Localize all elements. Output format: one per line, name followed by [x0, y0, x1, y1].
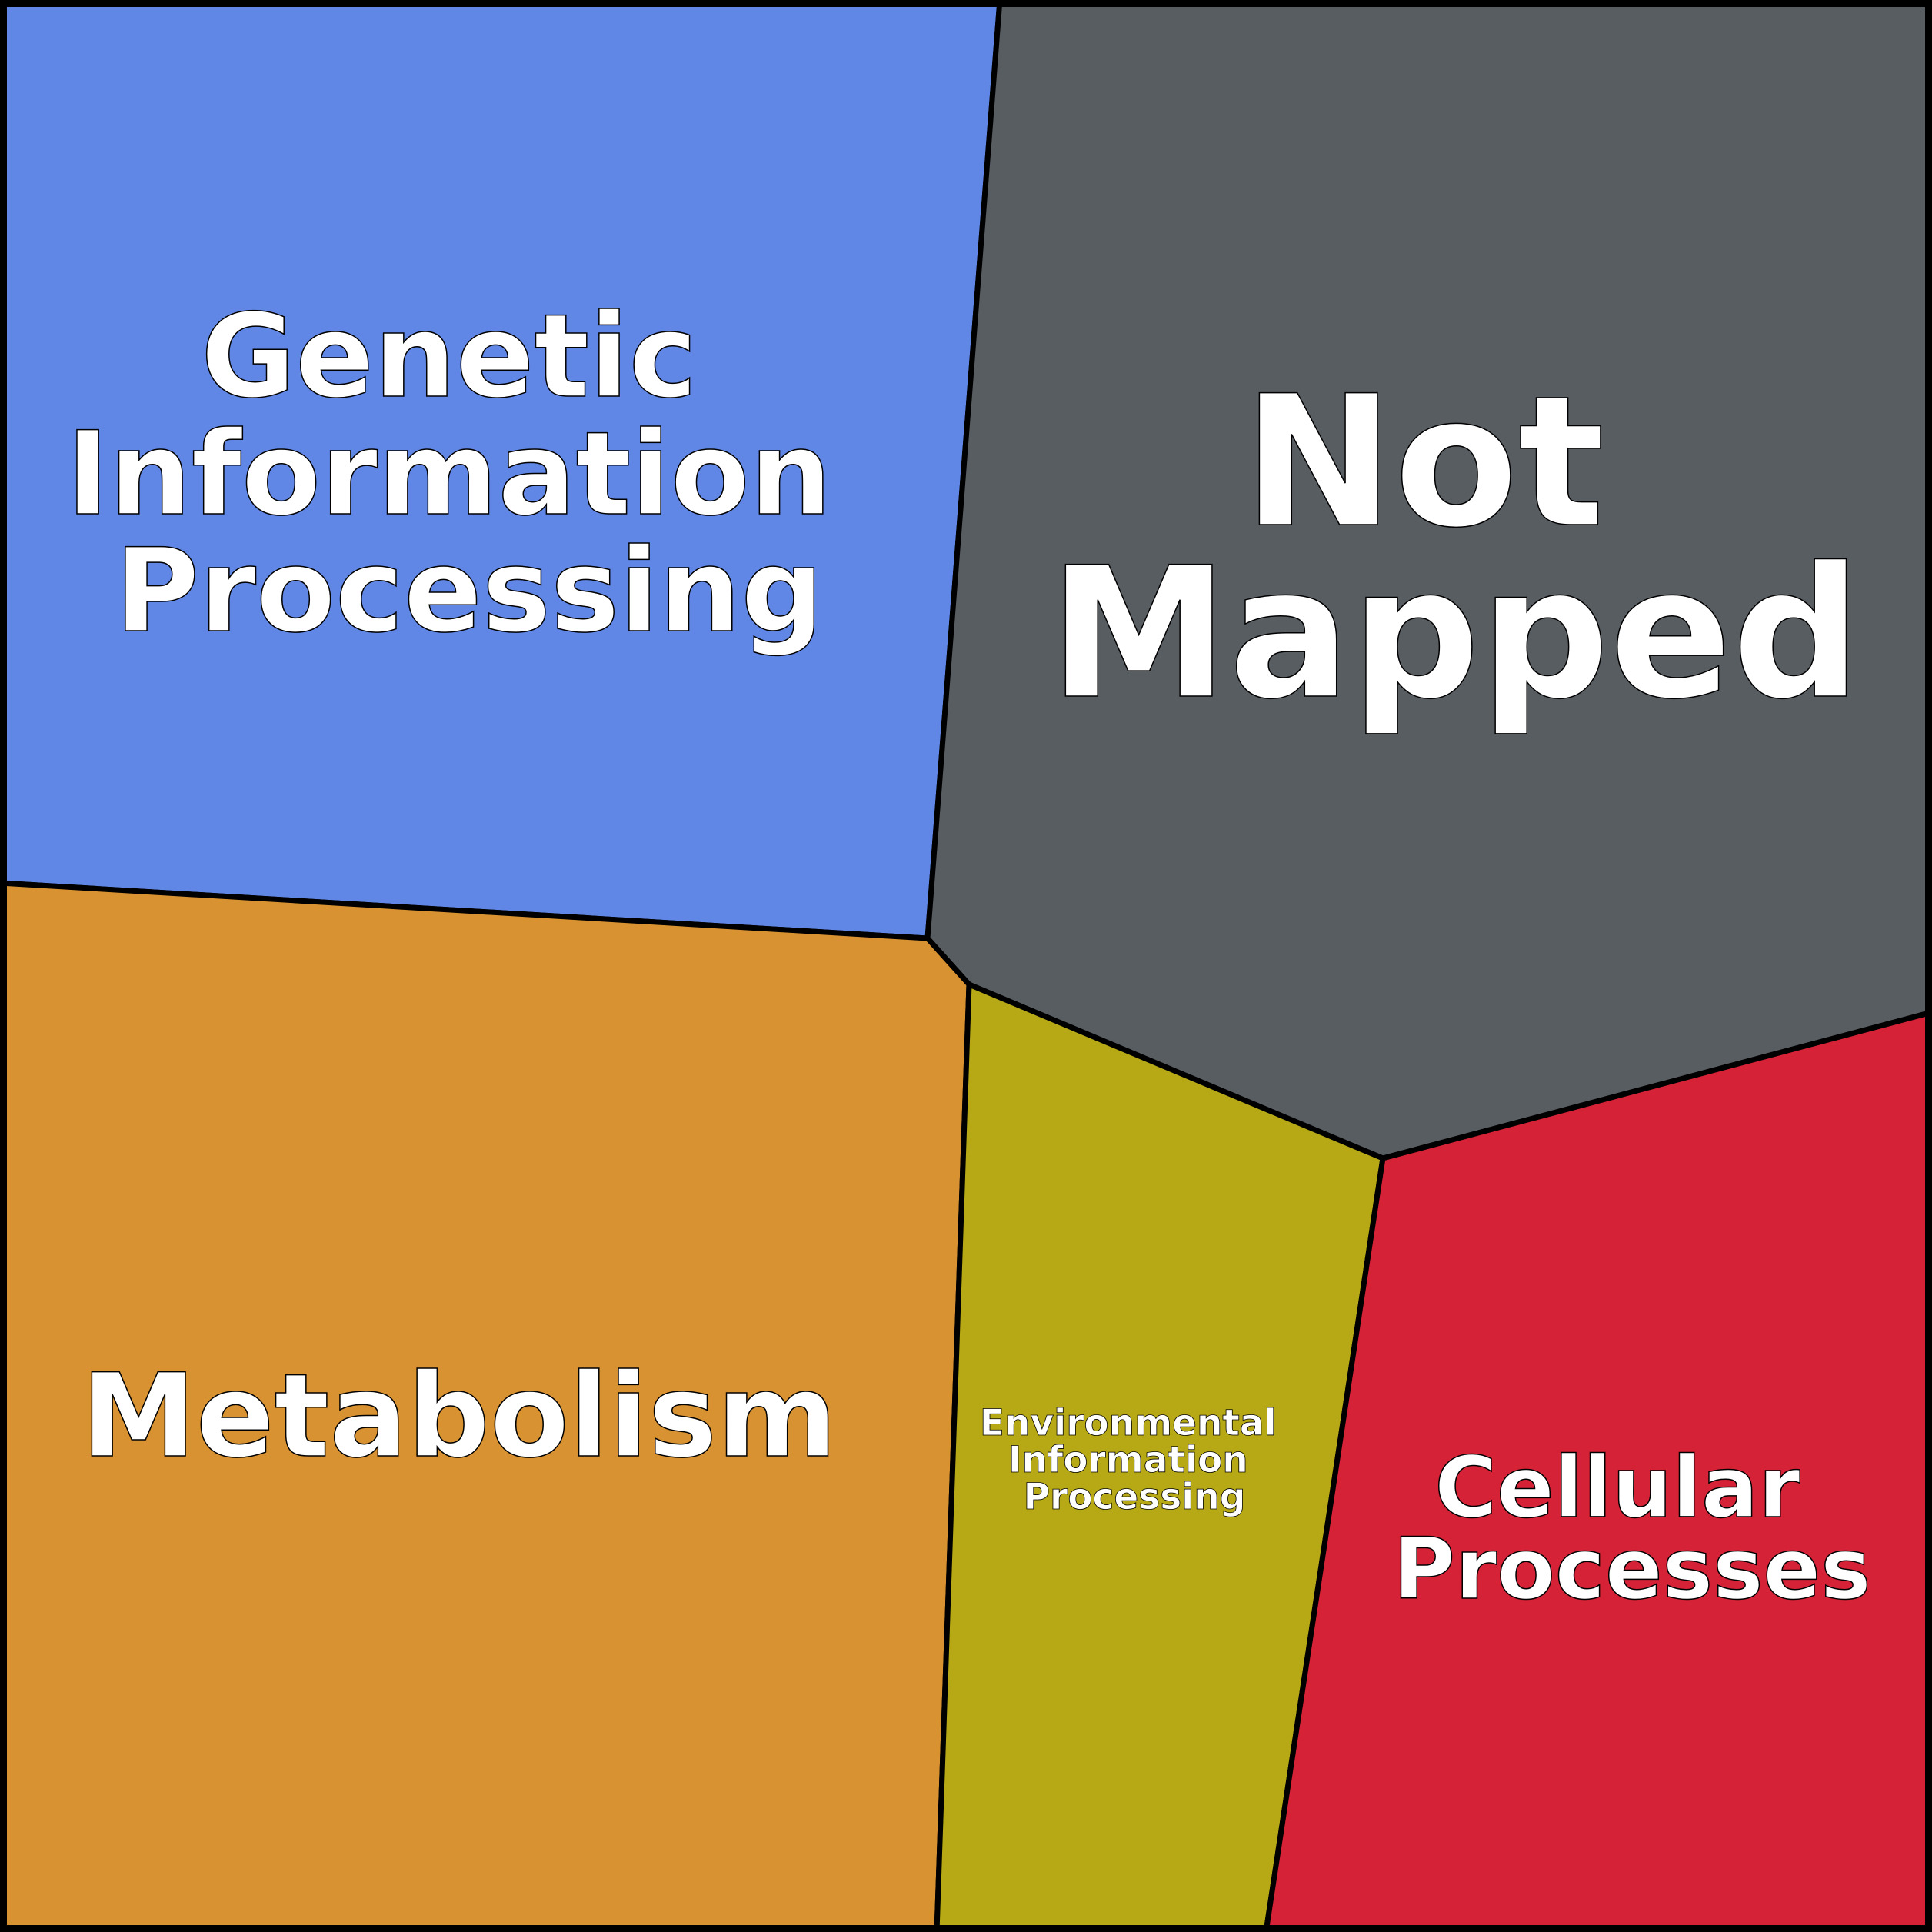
label-genetic-information-processing: Genetic Information Processing — [66, 290, 872, 658]
label-not-mapped: Not Mapped — [1049, 358, 1861, 739]
cell-cellular-processes — [1263, 1009, 1932, 1932]
label-cellular-processes: Cellular Processes — [1393, 1438, 1870, 1618]
cell-environmental-information-processing — [934, 981, 1386, 1932]
label-environmental-information-processing: Environmental Information Processing — [980, 1402, 1289, 1518]
label-metabolism: Metabolism — [82, 1350, 838, 1484]
